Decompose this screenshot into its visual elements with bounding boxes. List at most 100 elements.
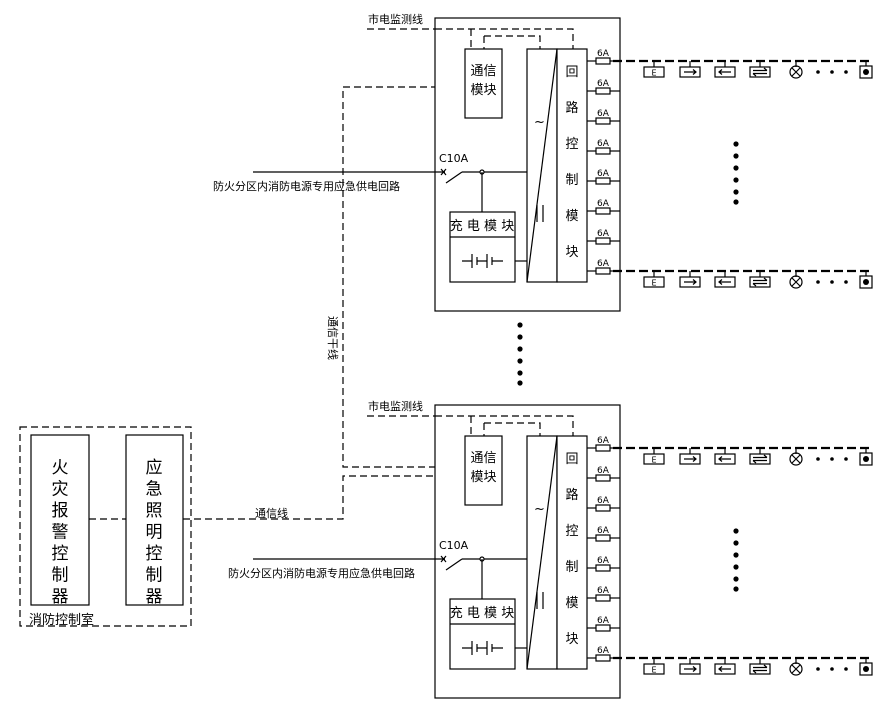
lamp-icon <box>789 452 803 466</box>
loop-control-label: 制 <box>565 173 578 188</box>
battery-symbol <box>462 254 503 268</box>
continuation-dot <box>844 70 848 74</box>
exit-sign-icon: E <box>643 453 665 465</box>
fire-alarm-controller-char: 警 <box>52 523 69 543</box>
continuation-dot <box>830 70 834 74</box>
arrow-right-sign-icon <box>679 66 701 78</box>
row-continuation-dot <box>733 141 739 147</box>
exit-sign-label: E <box>651 666 656 675</box>
loop-control-label: 模 <box>565 209 578 224</box>
breaker-symbol <box>440 555 447 563</box>
arrow-left-sign-icon <box>714 66 736 78</box>
mains-monitor-label: 市电监测线 <box>368 12 423 26</box>
arrow-right-sign-icon <box>679 453 701 465</box>
comm-module-box <box>464 435 503 506</box>
fire-alarm-controller-char: 器 <box>52 587 69 607</box>
charge-module-label: 充 电 模 块 <box>450 605 514 621</box>
row-continuation-dot <box>733 528 739 534</box>
arrow-left-sign-icon <box>714 453 736 465</box>
row-continuation-dot <box>733 189 739 195</box>
fuse-label: 6A <box>597 259 610 269</box>
loop-control-label: 控 <box>565 137 578 152</box>
lamp-icon <box>789 275 803 289</box>
loop-control-label: 回 <box>565 65 578 80</box>
arrow-left-sign-icon <box>714 276 736 288</box>
fire-alarm-controller-char: 报 <box>52 501 69 521</box>
comm-module-label: 通信 <box>470 64 496 79</box>
continuation-dot <box>830 457 834 461</box>
fuse-label: 6A <box>597 199 610 209</box>
arrow-right-sign-icon <box>679 276 701 288</box>
emergency-light-controller-char: 器 <box>146 587 163 607</box>
continuation-dot <box>844 457 848 461</box>
lamp-icon <box>789 65 803 79</box>
wall-lamp-icon <box>859 452 873 466</box>
fuse-label: 6A <box>597 139 610 149</box>
row-continuation-dot <box>733 586 739 592</box>
breaker-symbol <box>440 168 447 176</box>
continuation-dot <box>816 667 820 671</box>
emergency-light-controller-box <box>125 434 184 606</box>
row-continuation-dot <box>733 199 739 205</box>
continuation-dot <box>816 280 820 284</box>
control-room-border <box>19 426 192 627</box>
wall-lamp-icon <box>859 65 873 79</box>
comm-line-label: 通信线 <box>255 506 288 520</box>
row-continuation-dot <box>733 177 739 183</box>
loop-control-module-box <box>556 435 588 670</box>
continuation-dot <box>816 457 820 461</box>
continuation-dot <box>844 667 848 671</box>
exit-sign-icon: E <box>643 66 665 78</box>
ac-symbol: ~ <box>534 502 545 517</box>
double-arrow-sign-icon <box>749 276 771 288</box>
fuse-label: 6A <box>597 466 610 476</box>
emergency-light-controller-char: 急 <box>146 480 163 500</box>
row-continuation-dot <box>733 552 739 558</box>
loop-control-label: 控 <box>565 524 578 539</box>
double-arrow-sign-icon <box>749 453 771 465</box>
fuse-label: 6A <box>597 109 610 119</box>
fuse-label: 6A <box>597 49 610 59</box>
charge-module-box <box>449 211 516 283</box>
fuse-label: 6A <box>597 169 610 179</box>
fuse-label: 6A <box>597 646 610 656</box>
exit-sign-icon: E <box>643 663 665 675</box>
emergency-light-controller-char: 应 <box>146 458 163 478</box>
panel-continuation-dots <box>517 322 523 386</box>
fuse-label: 6A <box>597 79 610 89</box>
row-continuation-dot <box>733 576 739 582</box>
loop-control-label: 块 <box>565 245 578 260</box>
loop-control-label: 路 <box>565 487 578 503</box>
continuation-dot <box>844 280 848 284</box>
comm-line <box>183 475 460 520</box>
loop-control-label: 路 <box>565 100 578 116</box>
emergency-light-controller-char: 控 <box>146 544 163 564</box>
row-continuation-dot <box>733 564 739 570</box>
fire-alarm-controller-box <box>30 434 90 606</box>
mains-monitor-label: 市电监测线 <box>368 399 423 413</box>
fire-alarm-controller-char: 火 <box>52 458 69 478</box>
loop-control-label: 块 <box>565 632 578 647</box>
loop-control-module-box <box>556 48 588 283</box>
fuse-label: 6A <box>597 229 610 239</box>
fuse-label: 6A <box>597 436 610 446</box>
breaker-label: C10A <box>439 539 469 552</box>
emergency-light-controller-char: 明 <box>146 523 163 543</box>
dc-symbol <box>536 205 544 222</box>
dc-symbol <box>536 592 544 609</box>
fuse-label: 6A <box>597 556 610 566</box>
comm-module-label: 通信 <box>470 451 496 466</box>
arrow-left-sign-icon <box>714 663 736 675</box>
control-room-label: 消防控制室 <box>29 612 94 628</box>
loop-control-label: 制 <box>565 560 578 575</box>
row-continuation-dot <box>733 540 739 546</box>
exit-sign-label: E <box>651 456 656 465</box>
charge-module-label: 充 电 模 块 <box>450 218 514 234</box>
battery-symbol <box>462 641 503 655</box>
fuse-label: 6A <box>597 526 610 536</box>
